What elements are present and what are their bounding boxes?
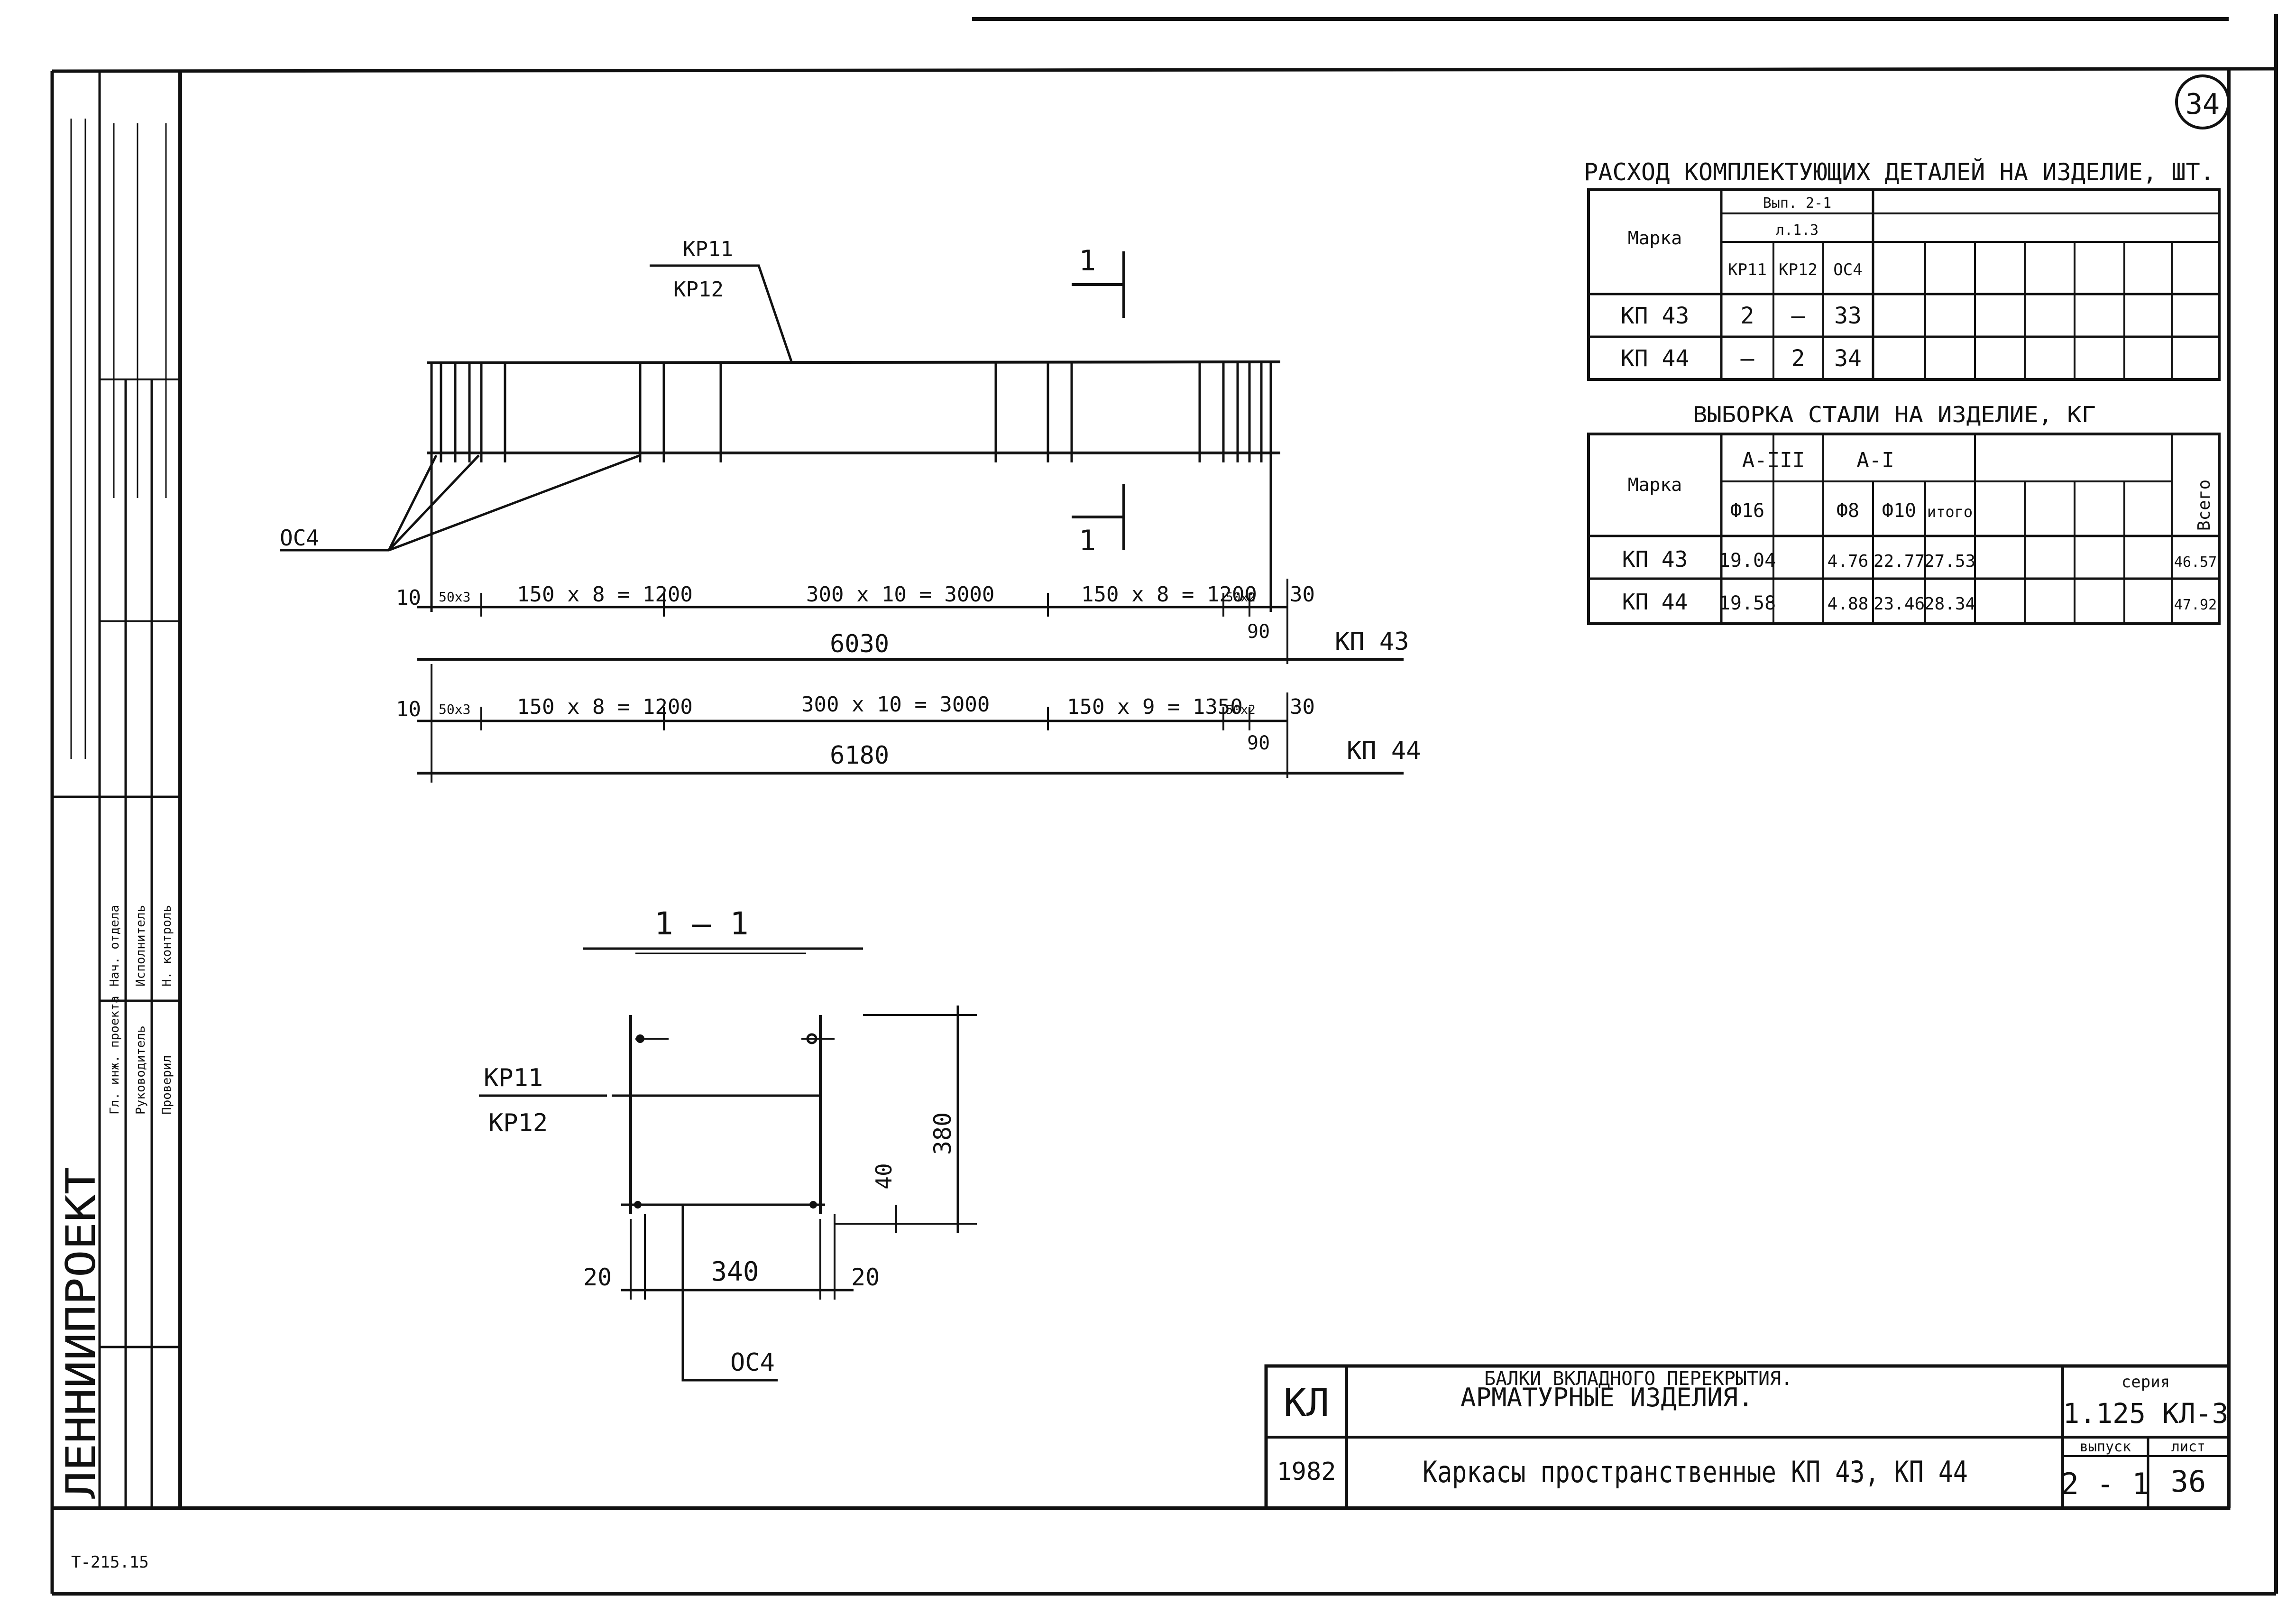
kp43-dim-90: 90	[1247, 621, 1270, 643]
table2-row2-marka: КП 44	[1622, 589, 1688, 615]
kp44-dim-30: 30	[1290, 695, 1315, 719]
elev-label-kr12: КР12	[673, 277, 724, 302]
table1-row1-kr11: 2	[1741, 303, 1754, 329]
section-title: 1 — 1	[654, 905, 749, 942]
section-mark-top: 1	[1079, 244, 1096, 277]
seria-value: 1.125 КЛ-3	[2063, 1397, 2228, 1430]
table1-group-2: л.1.3	[1776, 222, 1818, 239]
table1-col-os4: ОС4	[1833, 260, 1862, 279]
section-view: 1 — 1 380 40 340 20 20 КР11 КР12	[479, 905, 977, 1382]
table2-group-aiii: А-III	[1742, 448, 1805, 472]
stamp-role-4: Исполнитель	[134, 905, 148, 987]
sheet-number-mark: 34	[2175, 74, 2230, 129]
section-dim-20-left: 20	[583, 1264, 612, 1291]
table-steel: ВЫБОРКА СТАЛИ НА ИЗДЕЛИЕ, КГ Марка А-III…	[1587, 402, 2221, 625]
section-label-os4: ОС4	[730, 1348, 775, 1377]
table1-col-marka: Марка	[1628, 228, 1682, 249]
footer-code: Т-215.15	[71, 1553, 149, 1572]
elevation-view: КР11 КР12 ОС4 1 1 10 50x3 150 x 8 = 1200…	[280, 237, 1421, 783]
table1-title: РАСХОД КОМПЛЕКТУЮЩИХ ДЕТАЛЕЙ НА ИЗДЕЛИЕ,…	[1584, 158, 2214, 186]
sheet-frame	[50, 14, 2278, 1596]
table2-row1-f8: 4.76	[1828, 552, 1869, 571]
svg-text:34: 34	[2186, 88, 2220, 121]
table2-row1-marka: КП 43	[1622, 546, 1688, 572]
section-mark-bottom: 1	[1079, 524, 1096, 557]
table1-row1-kr12: —	[1791, 303, 1805, 329]
stamp-role-6: Н. контроль	[160, 905, 174, 987]
table2-col-f8: Ф8	[1837, 500, 1859, 522]
table1-group-1: Вып. 2-1	[1763, 195, 1832, 212]
title-code: КЛ	[1284, 1381, 1329, 1425]
kp43-dim-1200a: 150 x 8 = 1200	[517, 582, 693, 607]
org-name: ЛЕННИИПРОЕКТ	[57, 1167, 105, 1499]
table2-col-vsego: Всего	[2195, 480, 2214, 531]
table2-row1-itogo: 27.53	[1924, 552, 1975, 571]
section-dim-40: 40	[871, 1163, 897, 1189]
title-block: КЛ 1982 БАЛКИ ВКЛАДНОГО ПЕРЕКРЫТИЯ. АРМА…	[1264, 1364, 2231, 1510]
table2-group-ai: А-I	[1856, 448, 1894, 472]
kp44-mark: КП 44	[1347, 737, 1421, 765]
list-value: 36	[2171, 1464, 2206, 1499]
section-dim-380: 380	[929, 1112, 956, 1155]
table1-row2-kr11: —	[1741, 345, 1754, 372]
seria-label: серия	[2122, 1373, 2170, 1392]
stamp-role-3: Руководитель	[134, 1025, 148, 1115]
table1-row2-marka: КП 44	[1621, 345, 1690, 372]
stamp-role-5: Проверил	[160, 1055, 174, 1115]
kp43-dim-3000: 300 x 10 = 3000	[806, 582, 994, 607]
table2-col-f16: Ф16	[1730, 500, 1764, 522]
table2-col-itogo: итого	[1927, 503, 1973, 521]
kp43-dim-50x3: 50x3	[439, 589, 470, 605]
table2-row1-f16: 19.04	[1719, 550, 1776, 572]
table2-row2-f16: 19.58	[1719, 592, 1776, 614]
kp44-dim-90: 90	[1247, 732, 1270, 754]
table-components: РАСХОД КОМПЛЕКТУЮЩИХ ДЕТАЛЕЙ НА ИЗДЕЛИЕ,…	[1584, 158, 2221, 381]
table2-col-marka: Марка	[1628, 474, 1682, 495]
kp44-dim-50x2: 50x2	[1226, 703, 1256, 717]
table1-col-kr12: КР12	[1779, 260, 1818, 279]
table1-row2-kr12: 2	[1791, 345, 1805, 372]
table1-row2-os4: 34	[1834, 345, 1862, 372]
table2-row2-itogo: 28.34	[1924, 594, 1975, 614]
stamp-role-2: Нач. отдела	[108, 905, 122, 987]
elev-label-os4: ОС4	[280, 525, 319, 551]
title-header-main: АРМАТУРНЫЕ ИЗДЕЛИЯ.	[1460, 1383, 1754, 1412]
kp44-dim-3000: 300 x 10 = 3000	[801, 692, 990, 717]
kp44-dim-50x3: 50x3	[439, 701, 470, 717]
kp43-dim-1200b: 150 x 8 = 1200	[1081, 582, 1257, 607]
title-header-small: БАЛКИ ВКЛАДНОГО ПЕРЕКРЫТИЯ.	[1484, 1368, 1792, 1390]
table2-row2-vsego: 47.92	[2174, 597, 2217, 613]
left-stamp-strip: ЛЕННИИПРОЕКТ Гл. инж. проекта Нач. отдел…	[52, 71, 180, 1508]
section-label-kr12: КР12	[488, 1109, 548, 1137]
section-dim-340: 340	[711, 1256, 759, 1287]
table2-row2-f8: 4.88	[1828, 594, 1869, 614]
kp44-dim-1350: 150 x 9 = 1350	[1067, 695, 1243, 719]
table1-row1-os4: 33	[1834, 303, 1862, 329]
kp44-dim-10: 10	[396, 697, 421, 721]
kp43-mark: КП 43	[1335, 627, 1409, 656]
table2-col-f10: Ф10	[1882, 500, 1916, 522]
table2-row1-vsego: 46.57	[2174, 554, 2217, 571]
kp44-dim-1200: 150 x 8 = 1200	[517, 695, 693, 719]
title-main: Каркасы пространственные КП 43, КП 44	[1423, 1455, 1968, 1489]
kp43-dim-30: 30	[1290, 582, 1315, 607]
table1-row1-marka: КП 43	[1621, 303, 1690, 329]
elev-label-kr11: КР11	[683, 237, 733, 261]
vypusk-label: выпуск	[2080, 1439, 2131, 1455]
stamp-role-1: Гл. инж. проекта	[108, 996, 122, 1115]
table2-title: ВЫБОРКА СТАЛИ НА ИЗДЕЛИЕ, КГ	[1693, 402, 2096, 427]
kp44-total: 6180	[830, 741, 889, 770]
table2-row1-f10: 22.77	[1874, 552, 1925, 571]
section-label-kr11: КР11	[484, 1064, 543, 1092]
table2-row2-f10: 23.46	[1874, 594, 1925, 614]
section-dim-20-right: 20	[851, 1264, 880, 1291]
kp43-total: 6030	[830, 630, 889, 658]
title-year: 1982	[1277, 1458, 1336, 1486]
vypusk-value: 2 - 1	[2061, 1467, 2150, 1501]
kp43-dim-50x2: 50x2	[1226, 591, 1256, 605]
kp43-dim-10: 10	[396, 586, 421, 610]
list-label: лист	[2171, 1439, 2205, 1455]
table1-col-kr11: КР11	[1728, 260, 1767, 279]
